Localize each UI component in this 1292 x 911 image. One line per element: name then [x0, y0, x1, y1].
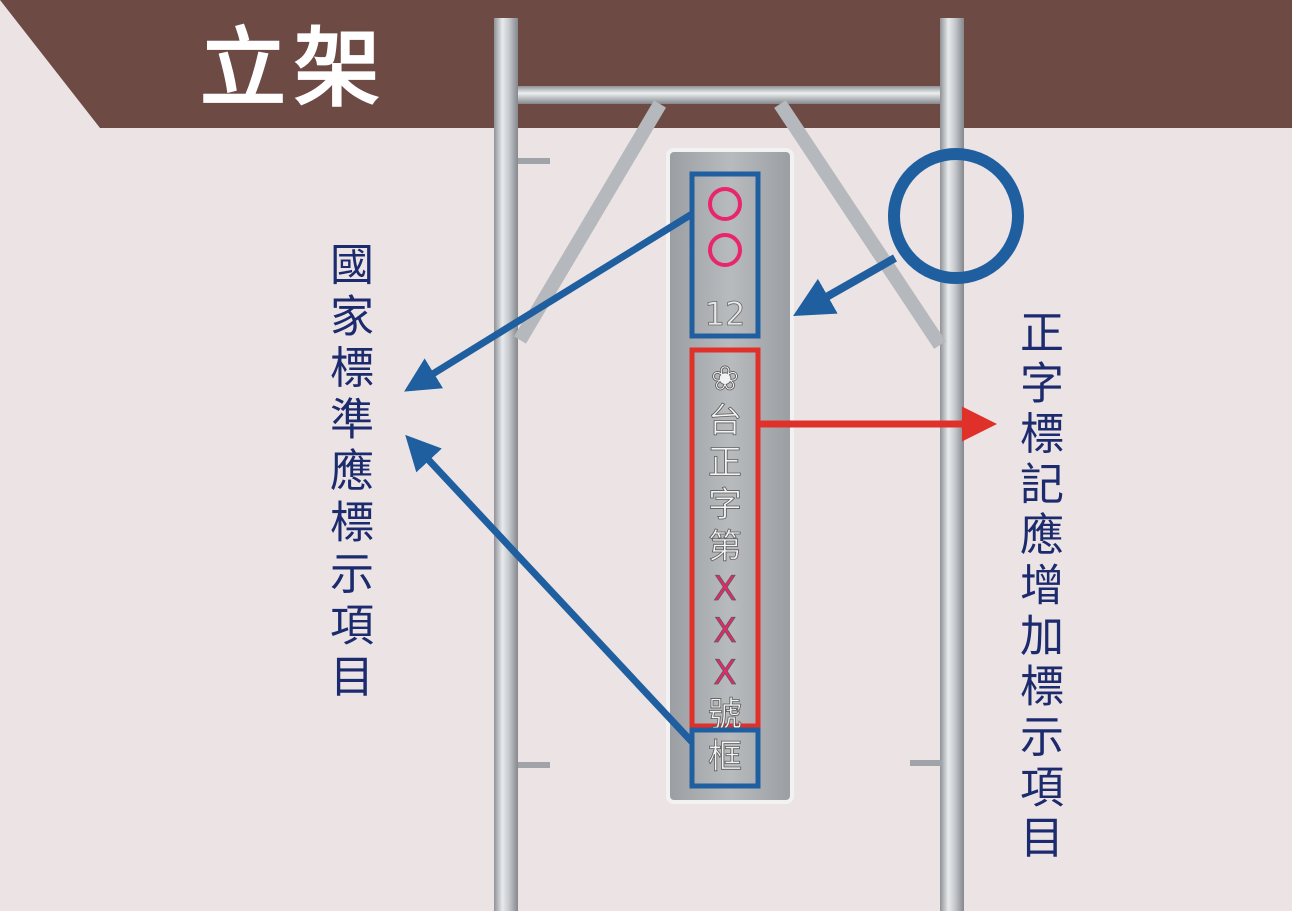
- header-title: 立架: [200, 19, 388, 119]
- left-brace: [513, 100, 667, 344]
- plate-char-3: 第: [708, 527, 742, 567]
- right-label-char-2: 標: [1020, 409, 1064, 460]
- left-label-char-8: 目: [330, 652, 374, 703]
- plate-char-8: 框: [708, 737, 742, 777]
- left-label-char-3: 準: [330, 395, 374, 446]
- plate-char-4: X: [713, 569, 736, 609]
- marker-circle-2: [708, 233, 742, 267]
- marking-plate: [666, 148, 794, 804]
- left-label-char-2: 標: [330, 343, 374, 394]
- plate-char-1: 正: [708, 443, 742, 483]
- national-standard-box-top: [689, 171, 761, 339]
- plate-char-0: 台: [708, 401, 742, 441]
- right-label-char-8: 示: [1020, 712, 1064, 763]
- header-band: [0, 0, 1292, 128]
- right-label-char-0: 正: [1020, 308, 1064, 359]
- left-label-char-7: 項: [330, 601, 374, 652]
- pin-lower-left: [518, 762, 550, 768]
- right-label-char-9: 項: [1020, 763, 1064, 814]
- right-label-char-6: 加: [1020, 611, 1064, 662]
- right-label-char-5: 增: [1020, 561, 1064, 612]
- left-label-char-6: 示: [330, 549, 374, 600]
- pin-upper-left: [518, 158, 550, 164]
- left-label-char-4: 應: [330, 446, 374, 497]
- left-label-char-1: 家: [330, 292, 374, 343]
- right-label-char-7: 標: [1020, 662, 1064, 713]
- size-number: 12: [705, 295, 746, 333]
- left-label-char-0: 國: [330, 240, 374, 291]
- arrow-top-box-to-left-label: [404, 211, 694, 392]
- top-crossbar: [518, 86, 940, 104]
- arrow-circle-to-plate: [793, 254, 897, 316]
- plate-char-5: X: [713, 611, 736, 651]
- plate-char-6: X: [713, 653, 736, 693]
- left-label-char-5: 標: [330, 498, 374, 549]
- plate-char-2: 字: [708, 485, 742, 525]
- right-label-char-1: 字: [1020, 359, 1064, 410]
- national-standard-box-bottom: [689, 727, 761, 789]
- highlight-circle-icon: [888, 148, 1024, 284]
- right-label-char-3: 記: [1020, 460, 1064, 511]
- right-post: [940, 18, 964, 911]
- right-label-char-4: 應: [1020, 510, 1064, 561]
- pin-lower-right: [910, 760, 942, 766]
- certification-box: [689, 347, 761, 729]
- left-post: [494, 18, 518, 911]
- right-brace: [774, 100, 946, 349]
- arrow-bottom-box-to-left-label: [405, 434, 695, 745]
- marker-circle-1: [708, 187, 742, 221]
- right-label-char-10: 目: [1020, 813, 1064, 864]
- certification-logo-icon: ❀: [711, 359, 740, 399]
